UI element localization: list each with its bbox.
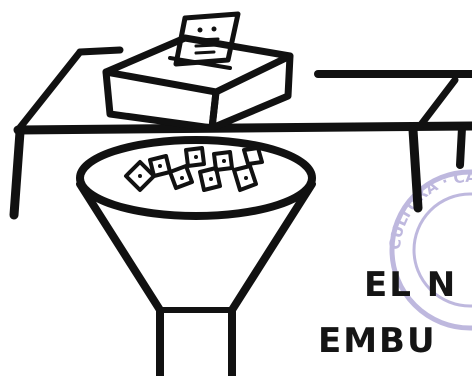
paper-sheet <box>173 11 241 67</box>
table <box>9 46 472 220</box>
caption-line-2: EMBU <box>318 321 437 361</box>
caption-line-1: EL N <box>364 265 457 305</box>
funnel <box>76 136 316 376</box>
papers-in-funnel <box>124 146 264 192</box>
